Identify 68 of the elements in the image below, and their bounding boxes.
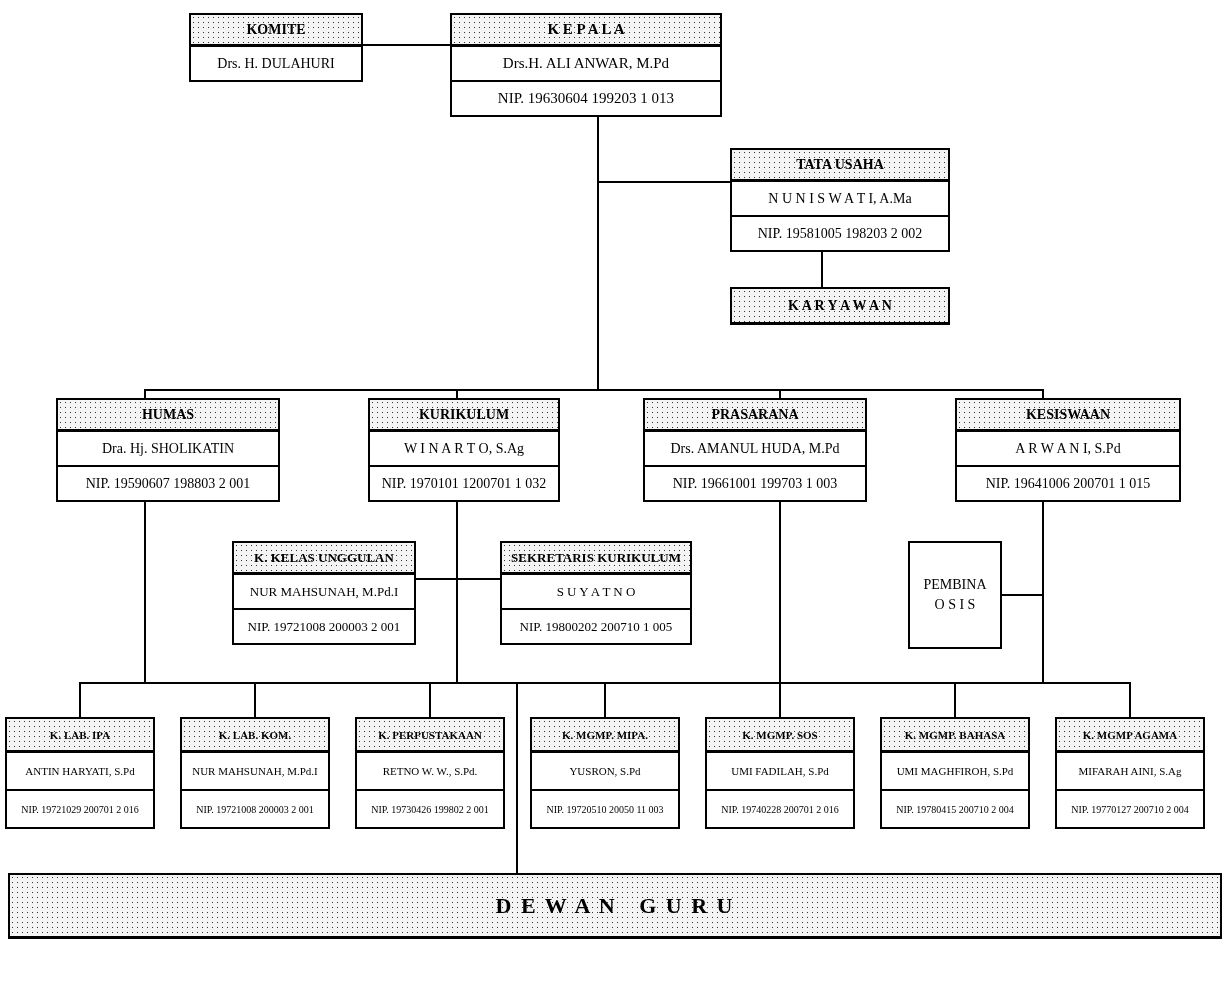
person-name: Drs.H. ALI ANWAR, M.Pd (452, 45, 720, 80)
position-title: KESISWAAN (957, 400, 1179, 430)
person-name: N U N I S W A T I, A.Ma (732, 180, 948, 215)
connector-line (821, 251, 823, 288)
employee-id: NIP. 19721008 200003 2 001 (234, 608, 414, 643)
position-title: KOMITE (191, 15, 361, 45)
person-name: Drs. H. DULAHURI (191, 45, 361, 80)
position-title: K. LAB. KOM. (182, 719, 328, 751)
group-title: K A R Y A W A N (732, 289, 948, 323)
person-name: W I N A R T O, S.Ag (370, 430, 558, 465)
person-name: UMI MAGHFIROH, S.Pd (882, 751, 1028, 789)
org-box (1055, 717, 1205, 829)
employee-id: NIP. 19721029 200701 2 016 (7, 789, 153, 827)
position-title: K E P A L A (452, 15, 720, 45)
employee-id: NIP. 1970101 1200701 1 032 (370, 465, 558, 500)
org-box (232, 541, 416, 645)
org-box: PEMBINA O S I S (908, 541, 1002, 649)
position-title: SEKRETARIS KURIKULUM (502, 543, 690, 573)
person-name: A R W A N I, S.Pd (957, 430, 1179, 465)
person-name: Drs. AMANUL HUDA, M.Pd (645, 430, 865, 465)
org-box (643, 398, 867, 502)
employee-id: NIP. 19590607 198803 2 001 (58, 465, 278, 500)
org-box (450, 13, 722, 117)
connector-line (362, 44, 451, 46)
position-title: K. MGMP. SOS (707, 719, 853, 751)
org-box (180, 717, 330, 829)
person-name: ANTIN HARYATI, S.Pd (7, 751, 153, 789)
position-title: HUMAS (58, 400, 278, 430)
employee-id: NIP. 19630604 199203 1 013 (452, 80, 720, 115)
person-name: S U Y A T N O (502, 573, 690, 608)
position-title: K. PERPUSTAKAAN (357, 719, 503, 751)
org-box (368, 398, 560, 502)
position-title: KURIKULUM (370, 400, 558, 430)
person-name: Dra. Hj. SHOLIKATIN (58, 430, 278, 465)
position-title: K. MGMP. BAHASA (882, 719, 1028, 751)
org-box (56, 398, 280, 502)
person-name: NUR MAHSUNAH, M.Pd.I (234, 573, 414, 608)
position-title: TATA USAHA (732, 150, 948, 180)
group-title: D E W A N G U R U (10, 875, 1220, 937)
person-name: NUR MAHSUNAH, M.Pd.I (182, 751, 328, 789)
employee-id: NIP. 19641006 200701 1 015 (957, 465, 1179, 500)
org-box (705, 717, 855, 829)
person-name: RETNO W. W., S.Pd. (357, 751, 503, 789)
person-name: YUSRON, S.Pd (532, 751, 678, 789)
employee-id: NIP. 19721008 200003 2 001 (182, 789, 328, 827)
org-box (880, 717, 1030, 829)
org-box (5, 717, 155, 829)
person-name: UMI FADILAH, S.Pd (707, 751, 853, 789)
employee-id: NIP. 19661001 199703 1 003 (645, 465, 865, 500)
employee-id: NIP. 19800202 200710 1 005 (502, 608, 690, 643)
position-title: PRASARANA (645, 400, 865, 430)
org-box (530, 717, 680, 829)
employee-id: NIP. 19780415 200710 2 004 (882, 789, 1028, 827)
position-title: K. KELAS UNGGULAN (234, 543, 414, 573)
org-box (955, 398, 1181, 502)
position-title: K. LAB. IPA (7, 719, 153, 751)
employee-id: NIP. 19720510 20050 11 003 (532, 789, 678, 827)
org-box (500, 541, 692, 645)
position-title: K. MGMP AGAMA (1057, 719, 1203, 751)
employee-id: NIP. 19770127 200710 2 004 (1057, 789, 1203, 827)
employee-id: NIP. 19740228 200701 2 016 (707, 789, 853, 827)
position-title: K. MGMP. MIPA. (532, 719, 678, 751)
org-box (730, 148, 950, 252)
person-name: MIFARAH AINI, S.Ag (1057, 751, 1203, 789)
employee-id: NIP. 19730426 199802 2 001 (357, 789, 503, 827)
org-box (355, 717, 505, 829)
org-box (189, 13, 363, 82)
employee-id: NIP. 19581005 198203 2 002 (732, 215, 948, 250)
